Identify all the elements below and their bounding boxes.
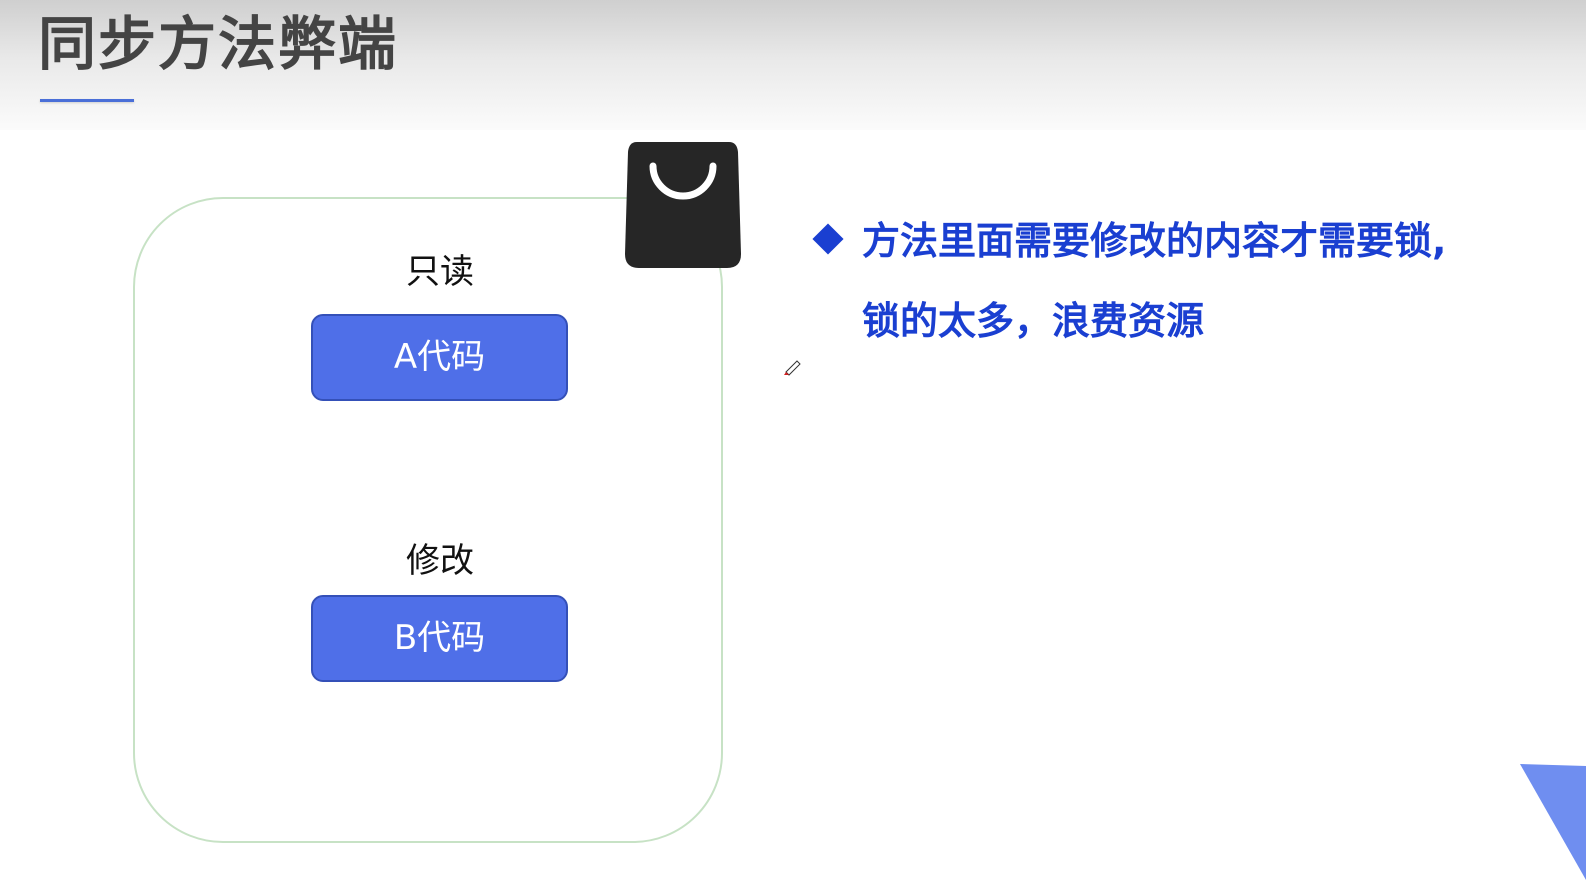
modify-label: 修改: [406, 541, 474, 581]
title-underline: [40, 99, 134, 102]
lock-icon: [625, 142, 741, 268]
code-a-block: A代码: [311, 314, 568, 401]
bullet-text-line-1: 方法里面需要修改的内容才需要锁,: [862, 219, 1447, 263]
method-container: [133, 197, 723, 843]
bullet-diamond-icon: [812, 223, 844, 255]
slide-title: 同步方法弊端: [38, 10, 399, 78]
bullet-text-line-2: 锁的太多，浪费资源: [862, 299, 1205, 343]
code-b-block: B代码: [311, 595, 568, 682]
header-band: [0, 0, 1586, 130]
pen-cursor-icon: [784, 360, 801, 376]
readonly-label: 只读: [406, 252, 474, 292]
corner-decoration: [1520, 764, 1586, 880]
